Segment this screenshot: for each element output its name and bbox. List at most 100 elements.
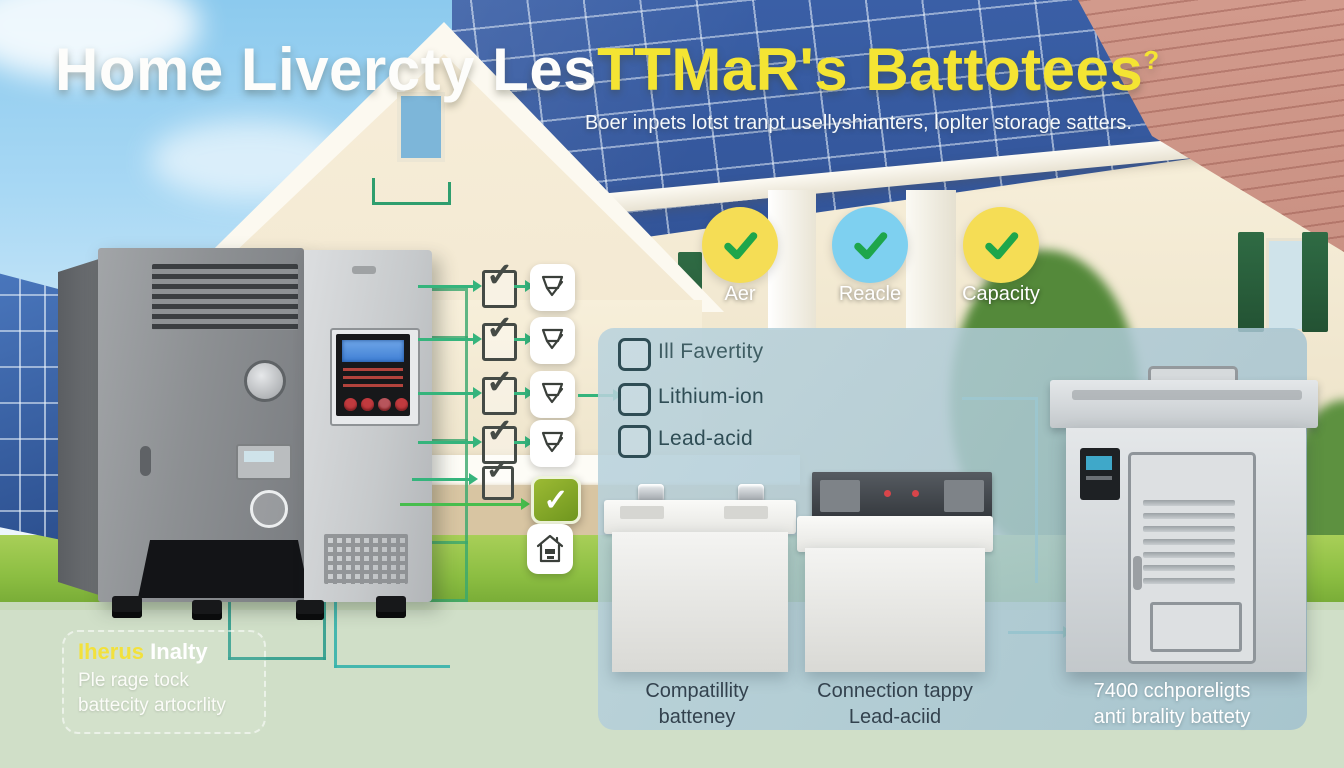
flow-arrow: [418, 387, 482, 399]
checkbox-option-3[interactable]: [618, 425, 651, 458]
battery-label: [724, 506, 768, 519]
connector-line: [334, 665, 450, 668]
check-icon: [854, 232, 888, 260]
cabinet-keys: [1086, 476, 1112, 480]
home-energy-icon: [527, 524, 573, 574]
cabinet-screen: [1086, 456, 1112, 470]
inverter-access-panel: [236, 444, 292, 480]
inverter-foot: [376, 596, 406, 618]
title-part-yellow: TTMaR's Battotees: [597, 36, 1144, 103]
inverter-base: [138, 540, 310, 598]
battery-label: [620, 506, 664, 519]
feature-circle-3: [963, 207, 1039, 283]
indicator-led: [912, 490, 919, 497]
inverter-foot: [296, 600, 324, 620]
connector-line: [228, 657, 326, 660]
flow-arrow-long: [400, 498, 530, 510]
cabinet-louver: [1143, 565, 1235, 571]
note-heading-yellow: Iherus: [78, 639, 145, 664]
flow-checkbox[interactable]: ✓: [482, 414, 517, 464]
caption-line: anti brality battety: [1093, 706, 1251, 728]
selected-check-icon[interactable]: ✓: [531, 476, 581, 524]
battery-check-icon[interactable]: [530, 264, 575, 311]
inverter-side-panel: [58, 258, 102, 596]
cabinet-door-handle[interactable]: [1133, 556, 1142, 590]
flow-arrow: [418, 436, 482, 448]
check-icon: ✓: [486, 309, 514, 346]
panel-button[interactable]: [344, 398, 357, 411]
battery-compatibility: [612, 532, 788, 672]
panel-button[interactable]: [395, 398, 408, 411]
flow-arrow: [514, 436, 534, 448]
inverter-foot: [112, 596, 142, 618]
feature-label: Capacity: [962, 283, 1040, 305]
flow-arrow: [514, 333, 534, 345]
note-heading: Iherus Inalty: [78, 640, 264, 664]
cabinet-louver: [1143, 513, 1235, 519]
check-icon: ✓: [543, 483, 569, 517]
inverter-door-handle[interactable]: [140, 446, 151, 476]
connector-line: [334, 590, 337, 668]
bms-block: [944, 480, 984, 512]
cabinet-louver: [1143, 578, 1235, 584]
panel-button[interactable]: [378, 398, 391, 411]
porch-column: [768, 190, 816, 330]
gable-window: [397, 92, 445, 162]
cabinet-door[interactable]: [1128, 452, 1256, 664]
bracket-line: [372, 178, 375, 205]
lid-seam: [1072, 390, 1302, 400]
caption-line: Connection tappy: [817, 680, 973, 702]
inverter-brand-logo: [250, 490, 288, 528]
note-box: Iherus Inalty Ple rage tock battecity ar…: [62, 630, 266, 734]
inverter-dial-knob[interactable]: [244, 360, 286, 402]
product-caption-3: 7400 cchporeligts anti brality battety: [1052, 678, 1292, 730]
check-icon: [724, 232, 758, 260]
flow-checkbox[interactable]: ✓: [482, 258, 517, 308]
caption-line: Lead-aciid: [848, 706, 942, 728]
flow-checkbox[interactable]: ✓: [482, 456, 514, 500]
battery-check-icon[interactable]: [530, 317, 575, 364]
inverter-vent-grille: [152, 264, 298, 330]
cabinet-recess: [1150, 602, 1242, 652]
checkbox-label: Lead-acid: [658, 427, 753, 450]
checkbox-label: Lithium-ion: [658, 385, 765, 408]
battery-terminal: [638, 484, 664, 502]
checkbox-option-2[interactable]: [618, 383, 651, 416]
flow-arrow: [418, 280, 482, 292]
connector-line: [323, 590, 326, 660]
checkbox-label: Ill Favertity: [658, 340, 764, 363]
panel-label-text: [343, 368, 403, 392]
battery-top-cap: [797, 516, 993, 552]
title-part-white: Home Livercty Les: [55, 36, 598, 103]
note-heading-white: Inalty: [150, 639, 208, 664]
window-shutter: [1302, 232, 1328, 332]
caption-line: 7400 cchporeligts: [1093, 680, 1251, 702]
caption-line: batteney: [658, 706, 736, 728]
note-line: battecity artocrlity: [78, 695, 226, 716]
bracket-line: [372, 202, 451, 205]
battery-check-icon[interactable]: [530, 371, 575, 418]
product-caption-2: Connection tappy Lead-aciid: [795, 678, 995, 730]
bracket-line: [448, 182, 451, 204]
bms-block: [820, 480, 860, 512]
checkbox-option-1[interactable]: [618, 338, 651, 371]
cabinet-louver: [1143, 500, 1235, 506]
cabinet-louver: [1143, 552, 1235, 558]
flow-checkbox[interactable]: ✓: [482, 365, 517, 415]
flow-checkbox[interactable]: ✓: [482, 311, 517, 361]
title-superscript: ?: [1143, 45, 1160, 75]
check-icon: ✓: [486, 454, 510, 485]
panel-button[interactable]: [361, 398, 374, 411]
inverter-slot: [352, 266, 376, 274]
battery-check-icon[interactable]: [530, 420, 575, 467]
caption-line: Compatillity: [645, 680, 749, 702]
feature-circle-1: [702, 207, 778, 283]
cabinet-louver: [1143, 526, 1235, 532]
indicator-led: [884, 490, 891, 497]
flow-arrow: [418, 333, 482, 345]
check-icon: ✓: [486, 363, 514, 400]
note-line: Ple rage tock: [78, 670, 189, 691]
lcd-display: [342, 340, 404, 362]
page-title: Home Livercty LesTTMaR's Battotees?: [55, 40, 1160, 100]
check-icon: ✓: [486, 412, 514, 449]
